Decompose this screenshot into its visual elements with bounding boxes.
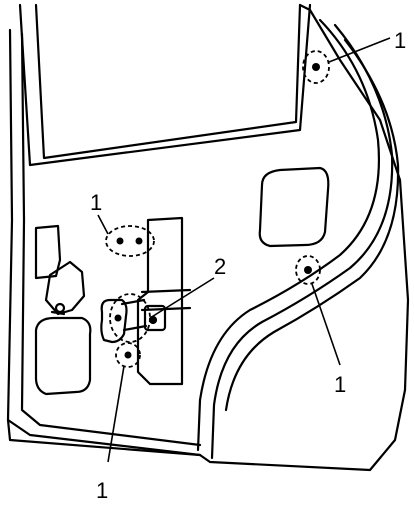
fastener-top-right: [312, 63, 320, 71]
bracket-bolt: [54, 302, 66, 314]
wheel-arch-curve-outer: [196, 18, 380, 452]
service-hole-left-lower: [34, 316, 92, 396]
fastener-center: [114, 314, 122, 322]
bracket-bolt-shaft: [50, 310, 66, 316]
door-outer-outline: [6, 3, 410, 472]
latch-mechanism: [100, 298, 128, 344]
callout-upper-left: 1: [90, 190, 102, 215]
fastener-pair-right: [135, 237, 143, 245]
fastener-circle-pair: [105, 225, 155, 257]
fastener-right: [304, 266, 312, 274]
fastener-circle-top-right: [302, 50, 330, 84]
door-inner-flange: [20, 32, 202, 447]
window-frame-inner: [34, 3, 302, 160]
fastener-circle-right: [295, 255, 321, 285]
fastener-pair-left: [116, 237, 124, 245]
wheel-arch-curve-mid: [210, 23, 394, 460]
service-hole-left-upper: [34, 224, 62, 280]
callout-bottom: 1: [96, 478, 108, 503]
leader-upper-left: [97, 214, 109, 235]
wheel-arch-curve-inner: [224, 38, 400, 412]
leader-item-two: [149, 277, 215, 319]
service-hole-upper-right: [258, 166, 330, 248]
fastener-circle-lower: [115, 342, 141, 368]
callout-top-right: 1: [394, 28, 406, 53]
latch-arm: [120, 298, 148, 332]
regulator-bracket: [143, 304, 167, 332]
inner-bracket: [44, 260, 86, 316]
leader-lower-right: [311, 283, 341, 366]
fastener-lower: [124, 351, 132, 359]
service-hole-center: [136, 216, 184, 386]
window-frame: [18, 3, 312, 167]
door-bottom-edge: [6, 418, 202, 457]
leader-top-right: [328, 37, 391, 63]
callout-lower-right: 1: [334, 372, 346, 397]
leader-bottom: [107, 365, 125, 463]
callout-item-two: 2: [214, 254, 226, 279]
